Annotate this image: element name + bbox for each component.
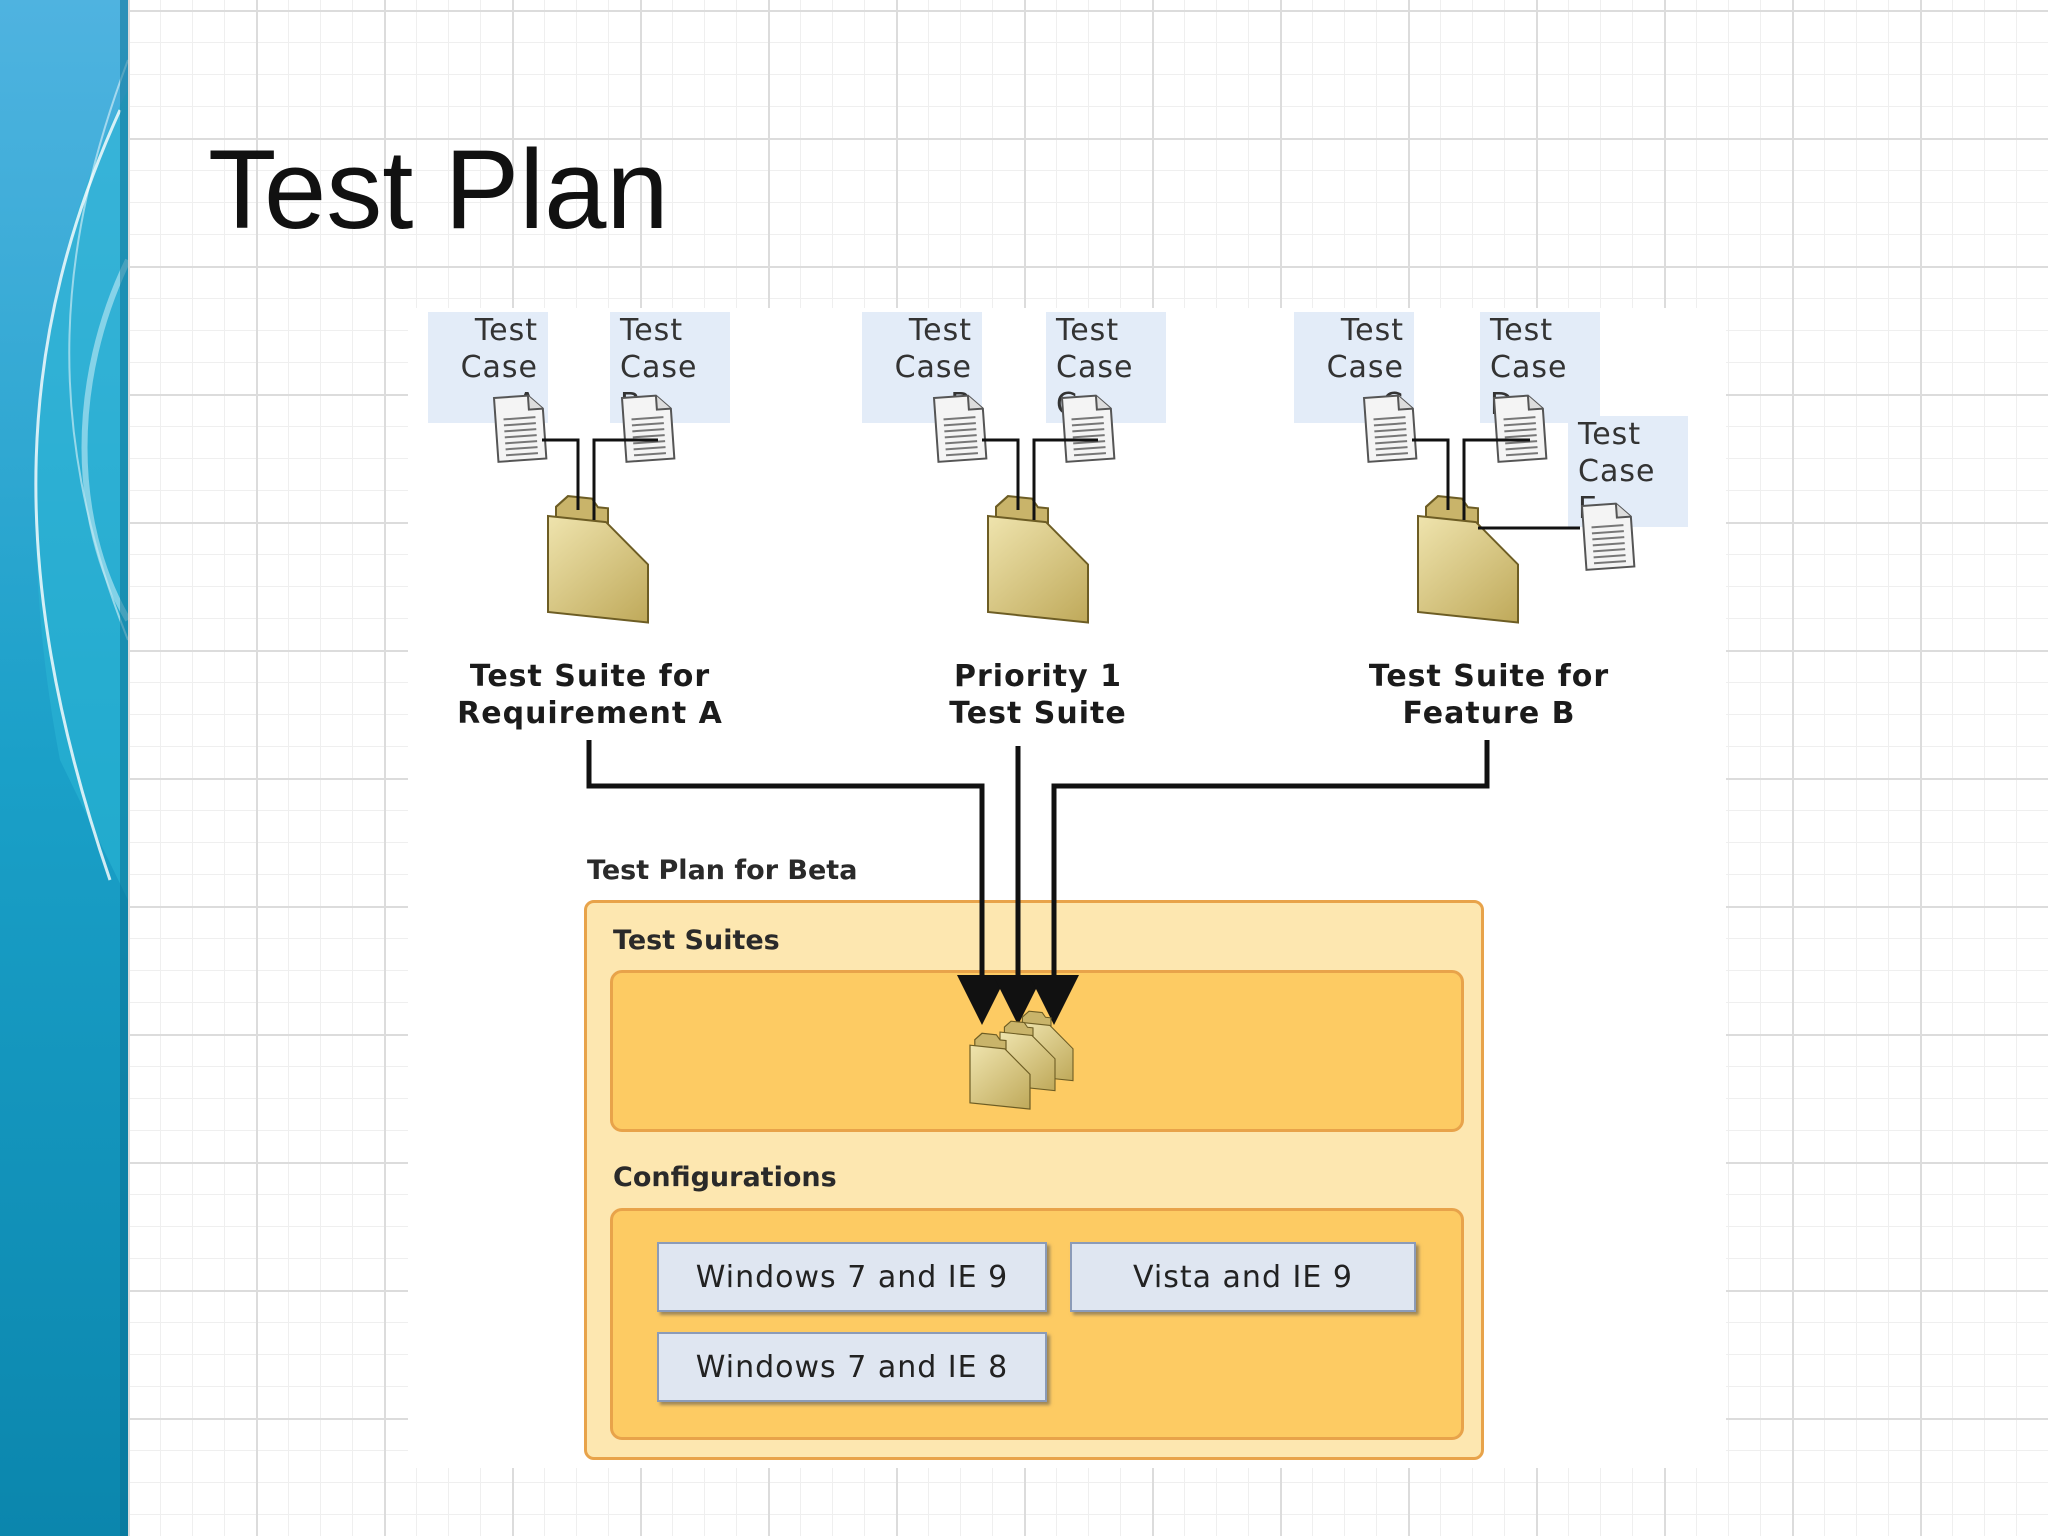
- slide-title: Test Plan: [208, 127, 669, 252]
- suite-name: Priority 1 Test Suite: [949, 659, 1127, 731]
- plan-title: Test Plan for Beta: [587, 855, 858, 886]
- configuration-item[interactable]: Windows 7 and IE 8: [657, 1332, 1047, 1402]
- test-case-label: Test Case B: [610, 312, 730, 423]
- test-case-label: Test Case C: [1046, 312, 1166, 423]
- left-decorative-band: [0, 0, 128, 1536]
- suite-name: Test Suite for Feature B: [1368, 659, 1610, 731]
- suite-name: Test Suite for Requirement A: [457, 659, 723, 731]
- configuration-item[interactable]: Windows 7 and IE 9: [657, 1242, 1047, 1312]
- test-case-label: Test Case C: [1294, 312, 1414, 423]
- configurations-label: Configurations: [613, 1162, 837, 1193]
- test-suites-box: [610, 970, 1464, 1132]
- test-case-label: Test Case D: [1480, 312, 1600, 423]
- test-suites-label: Test Suites: [613, 925, 780, 956]
- test-case-label: Test Case E: [1568, 416, 1688, 527]
- test-case-label: Test Case B: [862, 312, 982, 423]
- test-case-label: Test Case A: [428, 312, 548, 423]
- configuration-item[interactable]: Vista and IE 9: [1070, 1242, 1416, 1312]
